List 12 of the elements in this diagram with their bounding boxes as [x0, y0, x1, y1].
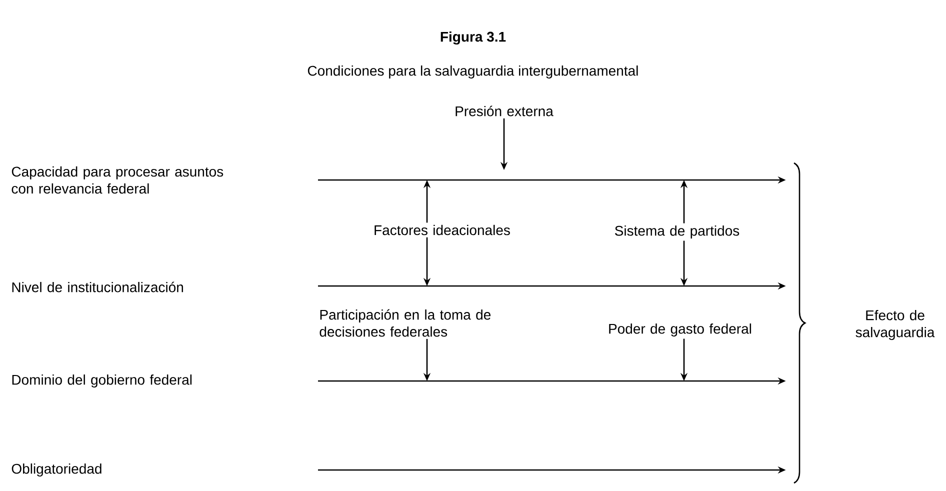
factor-label: Presión externa: [456, 106, 554, 116]
row-label: Nivel de institucionalización: [12, 282, 183, 292]
factor-label: Factores ideacionales: [374, 224, 510, 236]
row-label: Obligatoriedad: [12, 463, 102, 477]
row-label: Capacidad para procesar asuntos con relevancia federal: [12, 166, 224, 194]
factor-label: Participación en la toma de decisiones federales: [320, 309, 491, 337]
result-label: Efecto de salvaguardia: [856, 310, 935, 340]
row-label: Dominio del gobierno federal: [12, 374, 192, 388]
figure-caption: Condiciones para la salvaguardia intergubernamental: [308, 65, 638, 79]
figure-title: Figura 3.1: [440, 31, 506, 45]
factor-label: Sistema de partidos: [615, 225, 740, 239]
factor-label: Poder de gasto federal: [609, 323, 752, 337]
